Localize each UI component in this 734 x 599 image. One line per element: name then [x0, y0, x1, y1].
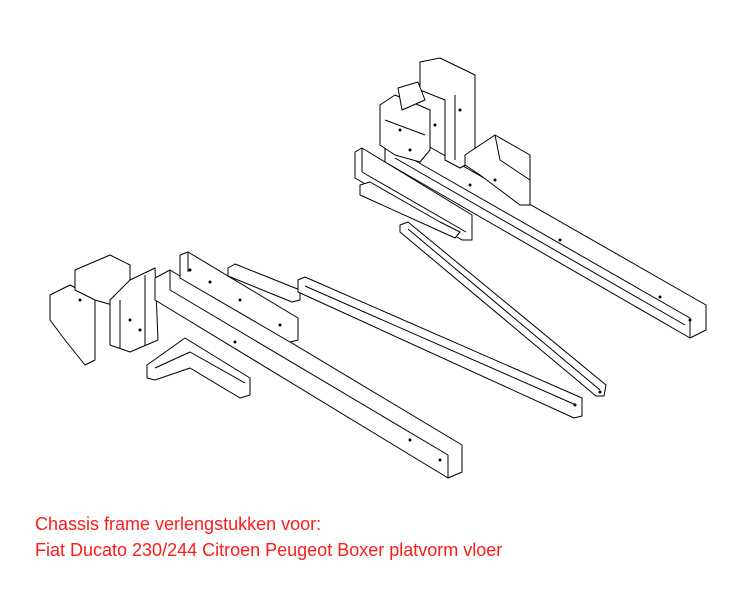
right-channel-piece — [354, 147, 473, 241]
right-bracket-cluster — [379, 57, 476, 169]
left-plate — [179, 251, 299, 343]
left-small-bar — [227, 263, 301, 303]
left-long-bar — [297, 276, 583, 419]
left-bracket-cluster — [49, 254, 159, 366]
caption-subtitle: Fiat Ducato 230/244 Citroen Peugeot Boxe… — [35, 540, 503, 560]
bolt-holes — [78, 108, 692, 462]
l-channel — [146, 337, 251, 399]
right-small-bracket — [464, 134, 531, 206]
left-long-beam — [154, 269, 463, 479]
diagonal-strut — [399, 221, 607, 397]
caption-title: Chassis frame verlengstukken voor: — [35, 514, 322, 534]
right-long-beam — [384, 129, 707, 339]
